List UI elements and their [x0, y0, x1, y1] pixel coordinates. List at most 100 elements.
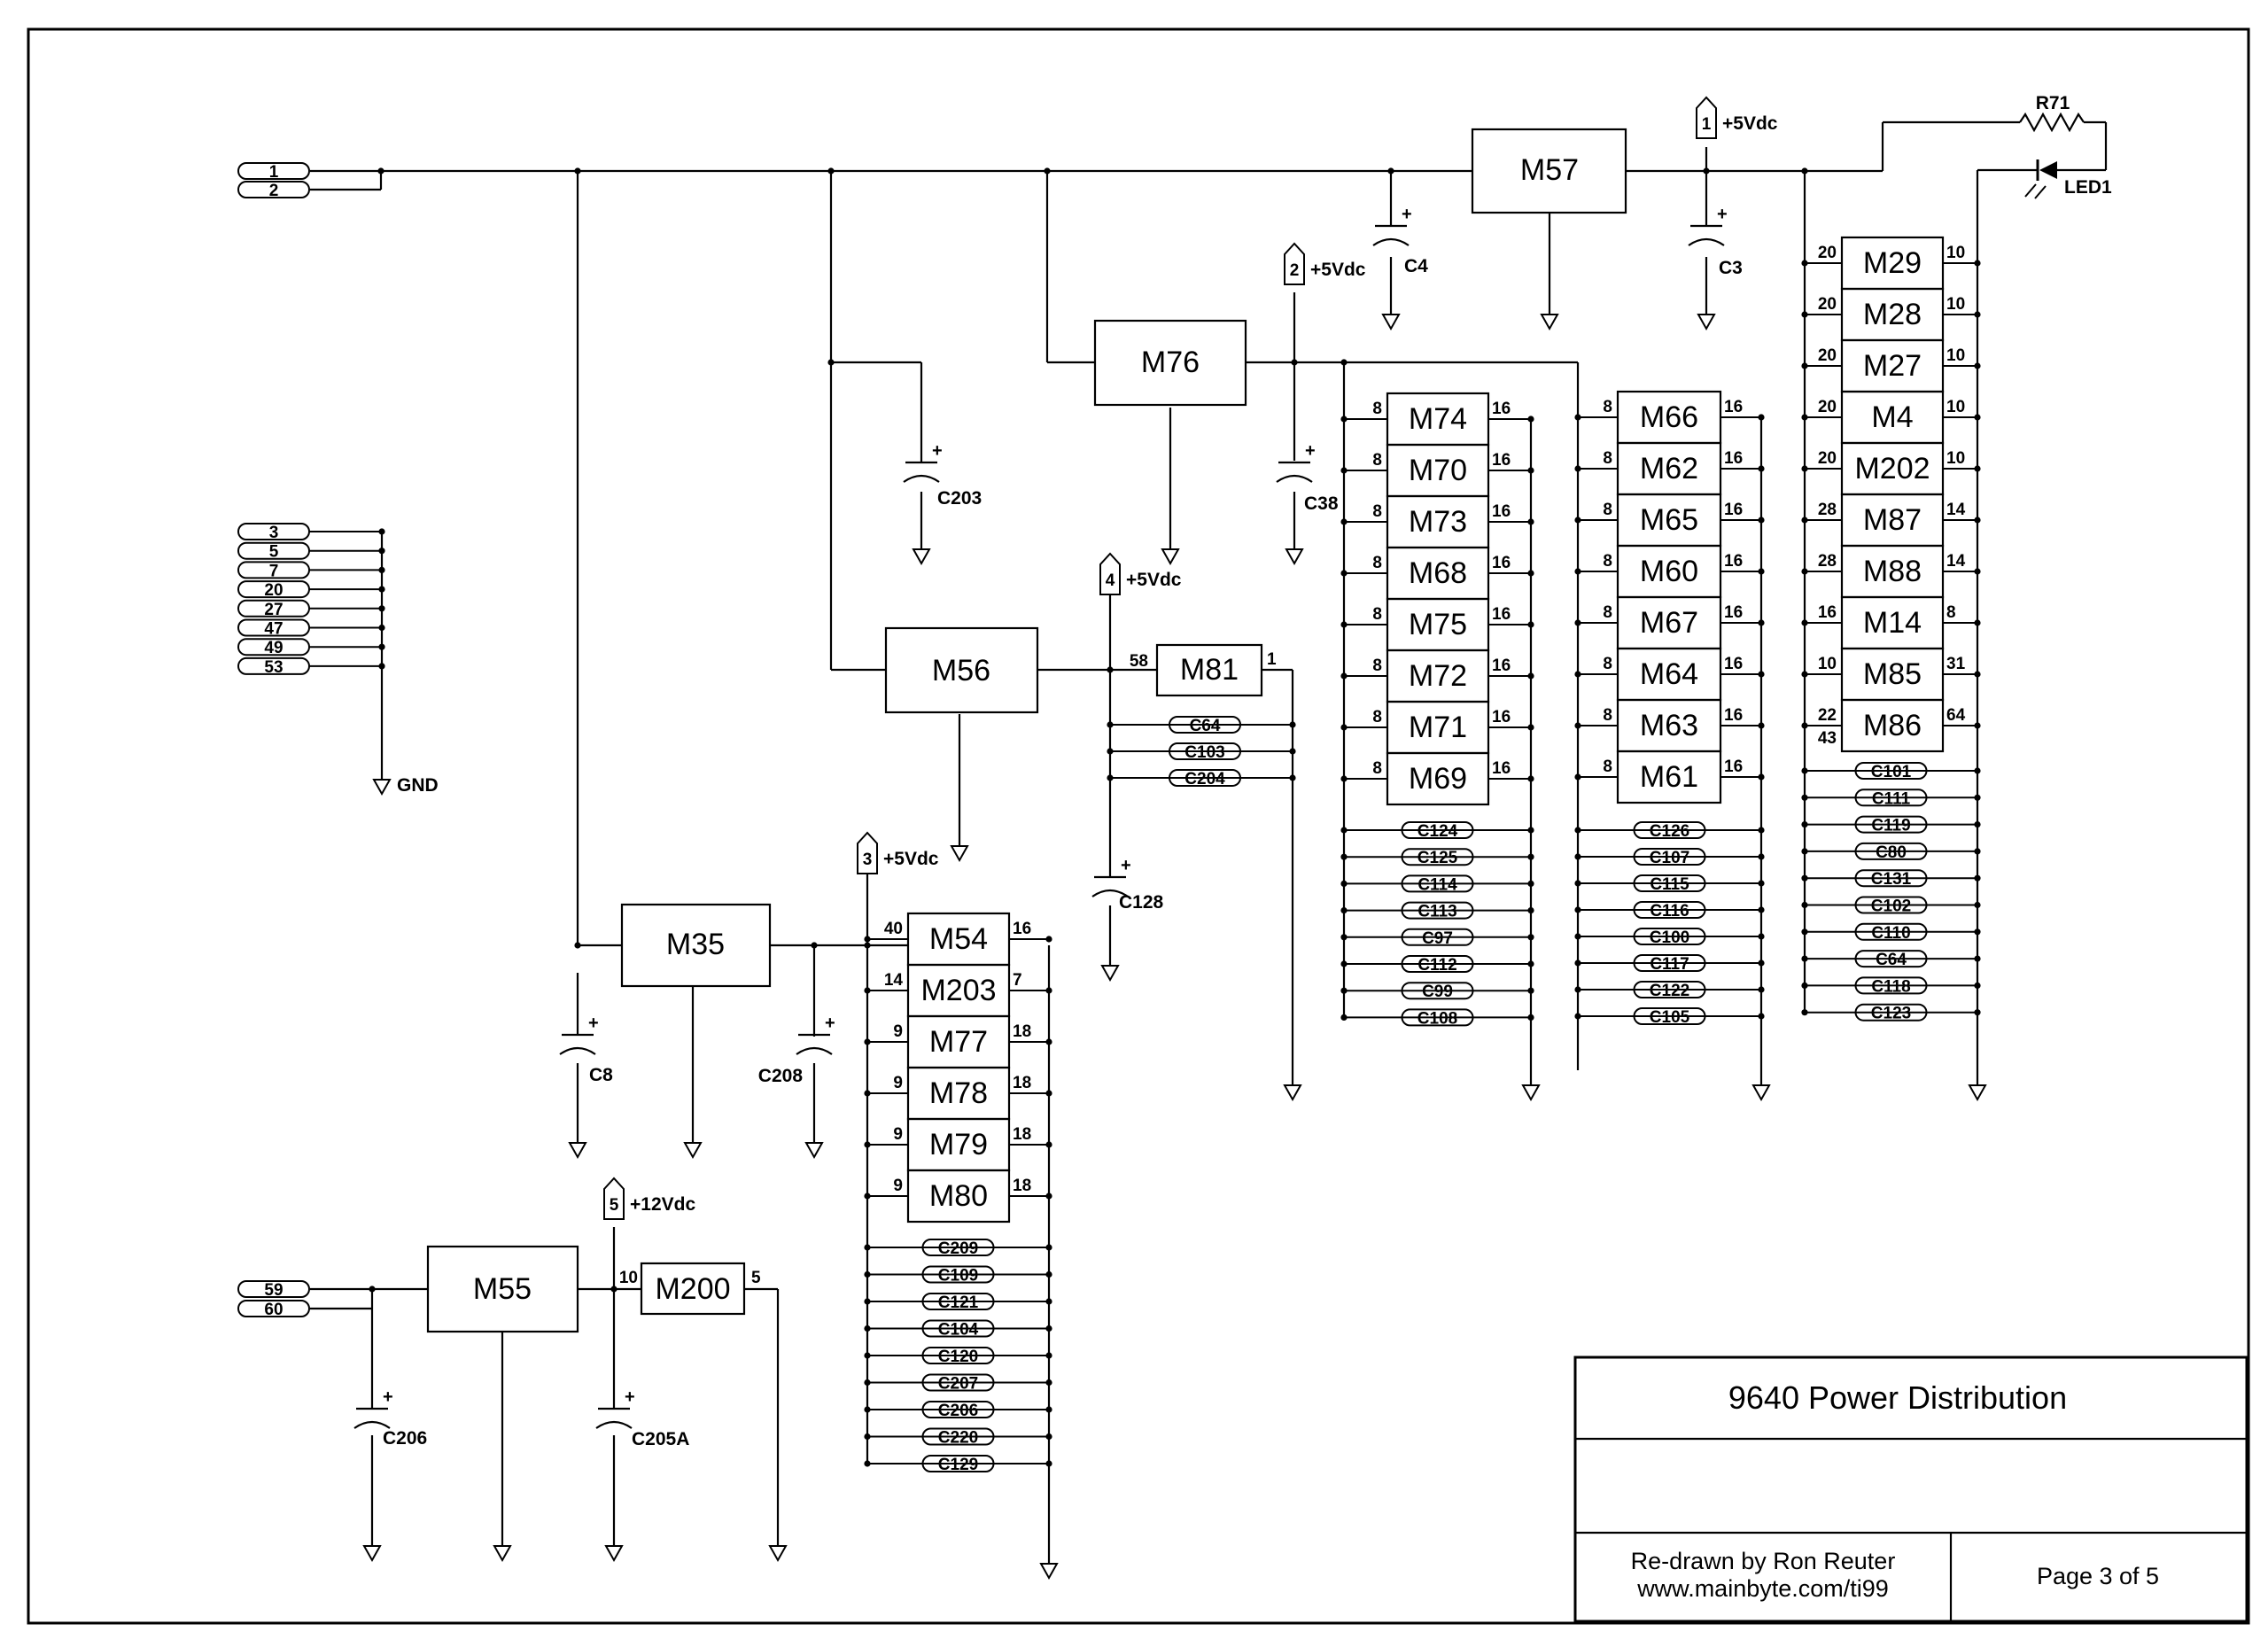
c3-label: C3: [1719, 258, 1743, 278]
m54-col-chip-label: M54: [929, 922, 988, 956]
m29-col-cap-label: C110: [1871, 924, 1910, 943]
m54-col-chip-pin-left: 9: [893, 1177, 903, 1195]
m74-col-chip-pin-left: 8: [1372, 400, 1382, 418]
ground-symbol: [950, 845, 969, 863]
m74-col-chip-pin-right: 16: [1492, 605, 1511, 624]
m54-col-chip-pin-right: 16: [1013, 920, 1031, 938]
m66-col-chip-pin-right: 16: [1724, 603, 1743, 622]
conn-pin-2-label: 2: [269, 182, 279, 200]
m29-col-chip-pin-right: 10: [1946, 449, 1965, 468]
drawing-title: 9640 Power Distribution: [1728, 1379, 2067, 1416]
ground-symbol: [1381, 314, 1401, 331]
r71-label: R71: [2036, 93, 2070, 113]
ground-symbol: [362, 1545, 382, 1563]
supply-3-voltage: +5Vdc: [883, 849, 939, 869]
m74-col-chip-pin-right: 16: [1492, 502, 1511, 521]
m54-col-chip-pin-left: 9: [893, 1022, 903, 1041]
m54-col-cap-label: C207: [938, 1375, 978, 1394]
m74-col-chip-label: M75: [1409, 608, 1467, 641]
capacitor-plus: +: [588, 1014, 599, 1033]
m81-cap-label: C64: [1190, 717, 1221, 735]
m74-col-chip-pin-left: 8: [1372, 656, 1382, 675]
m29-col-chip-label: M27: [1863, 349, 1922, 383]
m29-col-chip-pin-left: 10: [1818, 655, 1837, 673]
m74-col-chip-pin-left: 8: [1372, 708, 1382, 726]
conn-pin-1: [237, 162, 310, 180]
m29-col-chip-pin-right: 14: [1946, 501, 1966, 519]
m29-col-cap-label: C102: [1871, 897, 1911, 916]
m74-col-chip-pin-right: 16: [1492, 708, 1511, 726]
m66-col-chip-pin-right: 16: [1724, 552, 1743, 571]
m54-col-chip-pin-right: 18: [1013, 1022, 1031, 1041]
junction-dot: [827, 359, 835, 366]
m66-col-chip-label: M63: [1640, 709, 1698, 742]
m66-col-cap-label: C115: [1650, 875, 1689, 894]
capacitor-curve: [559, 1046, 596, 1055]
m29-col-chip-label: M87: [1863, 503, 1922, 537]
ground-symbol: [493, 1545, 512, 1563]
m74-col-cap-label: C112: [1418, 956, 1456, 975]
m74-col-cap-label: C114: [1418, 875, 1457, 894]
m76-label: M76: [1141, 346, 1200, 379]
conn-pin-gnd-label: 7: [269, 562, 279, 580]
m29-col-chip-pin-right: 14: [1946, 552, 1966, 571]
c8-label: C8: [589, 1065, 613, 1085]
supply-4-flag: [1099, 552, 1121, 595]
m29-col-chip-label: M28: [1863, 298, 1922, 331]
ground-symbol: [1285, 548, 1304, 566]
m54-col-chip-label: M80: [929, 1179, 988, 1213]
supply-1-number: 1: [1702, 115, 1712, 134]
c208-label: C208: [758, 1066, 804, 1086]
m200-block: [640, 1262, 746, 1316]
m74-col-chip-pin-right: 16: [1492, 451, 1511, 470]
m29-col-cap-label: C119: [1871, 817, 1910, 835]
ground-symbol: [604, 1545, 624, 1563]
capacitor-curve: [796, 1046, 833, 1055]
capacitor-curve: [353, 1420, 391, 1429]
m54-col-chip-pin-left: 9: [893, 1125, 903, 1144]
m35-label: M35: [666, 928, 725, 961]
junction-dot: [811, 942, 818, 949]
m66-col-chip-pin-left: 8: [1603, 757, 1612, 776]
m29-col-cap-label: C64: [1876, 951, 1907, 969]
m29-col-chip-pin-right: 10: [1946, 346, 1965, 365]
m74-col-cap-label: C113: [1418, 903, 1456, 921]
junction-dot: [1107, 666, 1114, 673]
capacitor-plus: +: [625, 1387, 635, 1407]
m29-col-chip-pin-left: 20: [1818, 449, 1837, 468]
c205a-label: C205A: [632, 1429, 689, 1449]
led1-symbol: [2024, 159, 2057, 199]
m66-col-chip-pin-left: 8: [1603, 449, 1612, 468]
capacitor-plus: +: [1717, 205, 1728, 224]
m29-col-cap-label: C80: [1876, 843, 1907, 862]
junction-dot: [574, 942, 581, 949]
m74-col-chip-label: M72: [1409, 659, 1467, 693]
m29-col-chip-pin-left: 20: [1818, 244, 1837, 262]
conn-pin-1-label: 1: [269, 163, 279, 182]
m29-col-chip-pin-right: 31: [1946, 655, 1966, 673]
conn-pin-gnd-label: 53: [264, 658, 283, 677]
m66-col-chip-pin-right: 16: [1724, 757, 1743, 776]
m66-col-chip-label: M65: [1640, 503, 1698, 537]
m74-col-chip-label: M73: [1409, 505, 1467, 539]
m74-col-chip-pin-left: 8: [1372, 759, 1382, 778]
m29-col-chip-pin-right: 8: [1946, 603, 1956, 622]
m66-col-chip-pin-left: 8: [1603, 706, 1612, 725]
m74-col-cap-label: C97: [1422, 929, 1453, 948]
m29-col-chip-pin-right: 10: [1946, 398, 1965, 416]
m29-col-cap-label: C123: [1871, 1005, 1911, 1023]
m54-col-cap-label: C120: [938, 1348, 978, 1366]
capacitor-plus: +: [1305, 441, 1316, 461]
m74-col-chip-label: M70: [1409, 454, 1467, 487]
m29-col-chip-pin-left: 20: [1818, 295, 1837, 314]
m54-col-cap-label: C121: [938, 1294, 979, 1312]
m74-col-chip-label: M68: [1409, 556, 1467, 590]
m54-col-cap-label: C109: [938, 1267, 978, 1286]
ground-symbol: [1283, 1084, 1302, 1102]
m35-block: [620, 903, 772, 988]
capacitor-curve: [595, 1420, 633, 1429]
m66-col-chip-label: M64: [1640, 657, 1698, 691]
m66-col-chip-pin-right: 16: [1724, 501, 1743, 519]
m55-block: [426, 1245, 579, 1333]
m66-col-chip-label: M62: [1640, 452, 1698, 486]
